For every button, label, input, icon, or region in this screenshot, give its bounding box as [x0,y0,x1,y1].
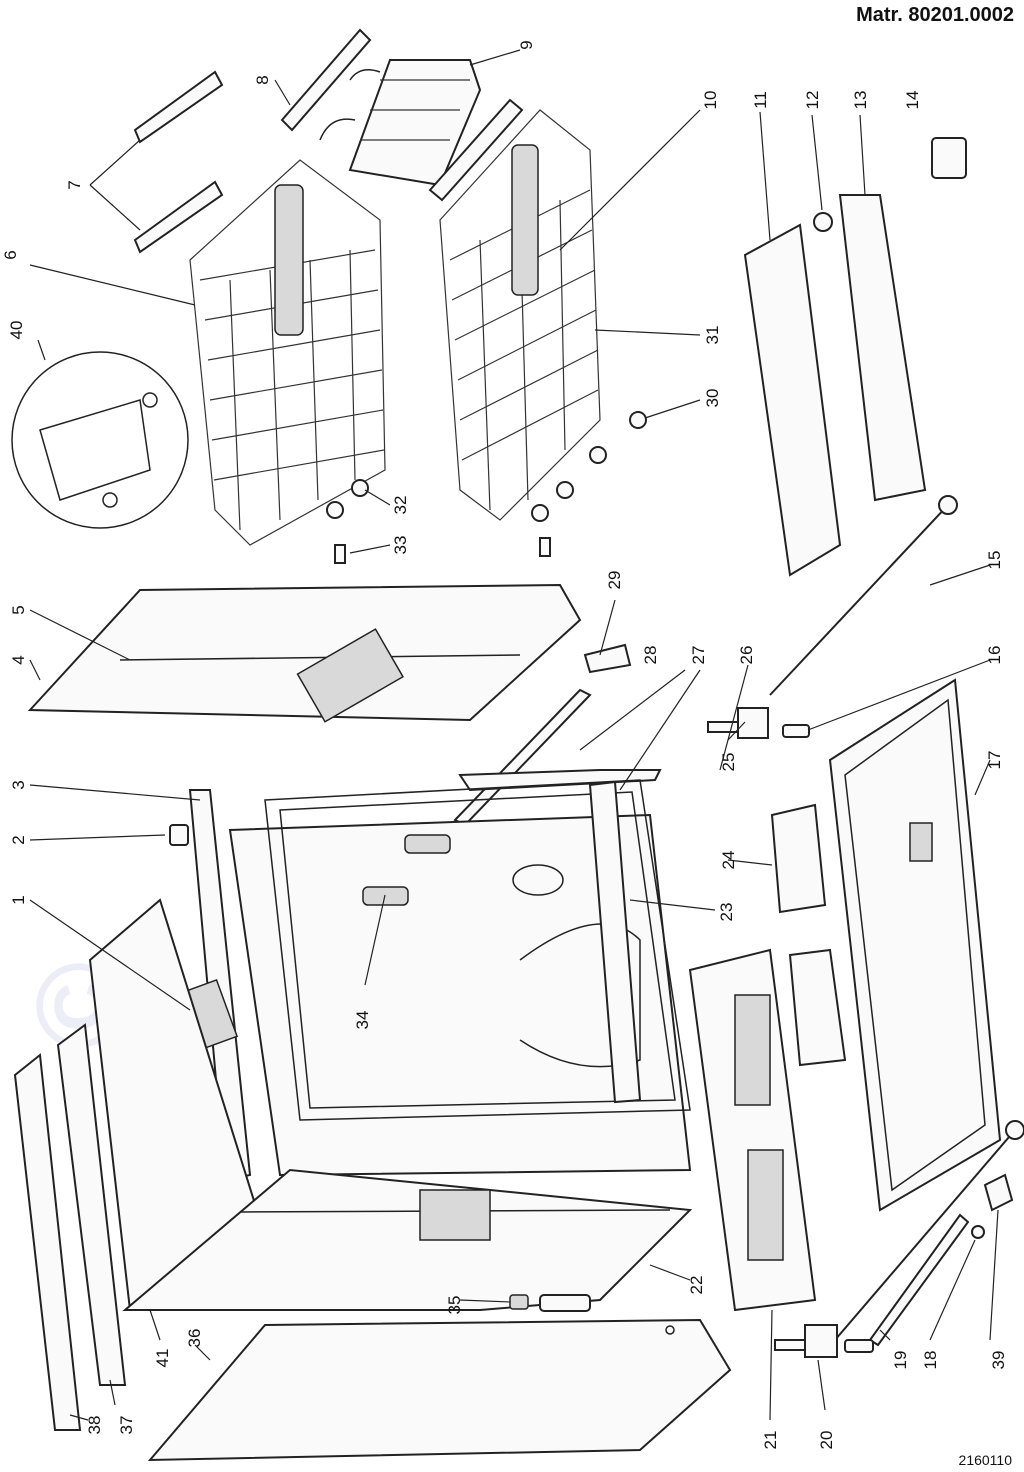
callout-6: 6 [1,250,20,259]
part-20-foot [774,1324,874,1358]
part-9-cutlery-basket [319,59,482,187]
part-30-32-wheels [326,411,647,564]
callout-26: 26 [737,646,756,665]
part-3-side-rail [188,789,252,1182]
part-25-foot [707,707,769,739]
part-40-detail-circle [11,351,189,529]
callout-34: 34 [353,1011,372,1030]
part-24-covers [770,803,847,1067]
part-14-cap [931,137,967,179]
callout-28: 28 [641,646,660,665]
callout-38: 38 [85,1416,104,1435]
callout-20: 20 [817,1431,836,1450]
callout-22: 22 [687,1276,706,1295]
part-21-base-plate [688,948,817,1312]
part-17-door-panel [828,678,1002,1212]
callout-14: 14 [903,91,922,110]
part-7-clips [133,70,224,254]
callout-27: 27 [689,646,708,665]
leader-lines [29,49,999,1421]
callout-33: 33 [391,536,410,555]
callout-labels: 1 2 3 4 5 6 7 8 9 10 11 12 13 14 15 16 1… [1,40,1008,1449]
callout-11: 11 [751,91,770,109]
part-22-bottom-tray [122,1168,693,1311]
callout-1: 1 [9,895,28,904]
part-4-side-panel [27,583,582,723]
part-11-front-panel [743,223,842,577]
material-number: Matr. 80201.0002 [856,4,1014,26]
callout-39: 39 [989,1351,1008,1370]
callout-31: 31 [703,326,722,345]
part-36-side-cover [147,1318,732,1462]
callout-8: 8 [253,75,272,84]
part-19-rod [834,1120,1024,1341]
part-8-rail-strip [280,28,372,132]
callout-3: 3 [9,780,28,789]
callout-2: 2 [9,835,28,844]
part-15-rod [769,495,958,696]
callout-35: 35 [445,1296,464,1315]
callout-13: 13 [851,91,870,110]
callout-29: 29 [605,571,624,590]
callout-36: 36 [185,1329,204,1348]
part-12-knob [813,212,833,232]
callout-37: 37 [117,1416,136,1435]
callout-15: 15 [985,551,1004,570]
part-18-39-small-parts [868,1173,1014,1347]
part-2-bracket [169,824,189,846]
callout-30: 30 [703,389,722,408]
part-29-hinge [583,643,632,674]
callout-32: 32 [391,496,410,515]
part-23-side-strip [588,780,642,1104]
part-35-clip [509,1294,591,1312]
part-10-lower-basket [439,109,601,521]
part-16-screw [782,724,810,738]
callout-12: 12 [803,91,822,110]
callout-40: 40 [7,321,26,340]
callout-5: 5 [9,605,28,614]
callout-21: 21 [761,1431,780,1450]
callout-10: 10 [701,91,720,110]
part-13-control-rail [838,194,927,502]
callout-25: 25 [719,753,738,772]
callout-41: 41 [153,1349,172,1368]
callout-7: 7 [65,180,84,189]
drawing-code: 2160110 [958,1452,1012,1468]
part-34-hinges [362,834,451,906]
part-6-upper-basket [189,159,386,546]
part-37-38-strips [13,1023,127,1431]
callout-24: 24 [719,851,738,870]
callout-9: 9 [517,40,536,49]
part-28-27-seals [453,688,662,827]
callout-19: 19 [891,1351,910,1370]
part-strip-center [428,98,524,202]
callout-23: 23 [717,903,736,922]
callout-16: 16 [985,646,1004,665]
callout-17: 17 [985,751,1004,770]
tub-body [228,779,692,1177]
callout-4: 4 [9,655,28,664]
callout-18: 18 [921,1351,940,1370]
